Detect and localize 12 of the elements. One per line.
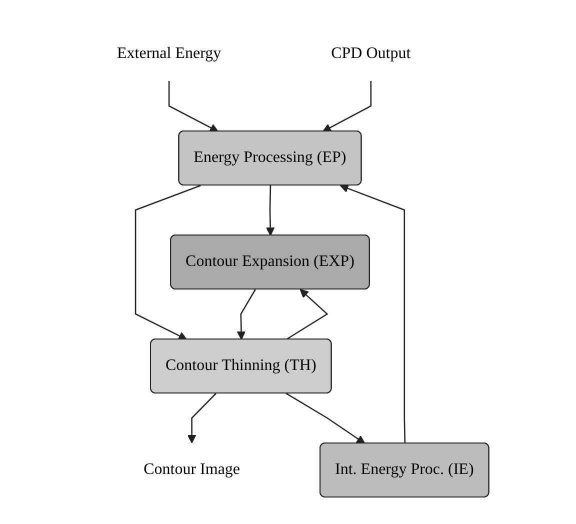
arrow (168, 81, 219, 132)
arrow (340, 184, 406, 444)
arrow (322, 81, 372, 132)
node-text: External Energy (117, 45, 222, 62)
node-text: Contour Image (144, 460, 240, 478)
arrow (286, 392, 366, 444)
arrow (134, 184, 201, 340)
arrow (266, 185, 275, 236)
arrow (188, 393, 216, 444)
arrow (236, 289, 256, 340)
node-text: CPD Output (331, 45, 411, 62)
arrow (286, 289, 328, 340)
